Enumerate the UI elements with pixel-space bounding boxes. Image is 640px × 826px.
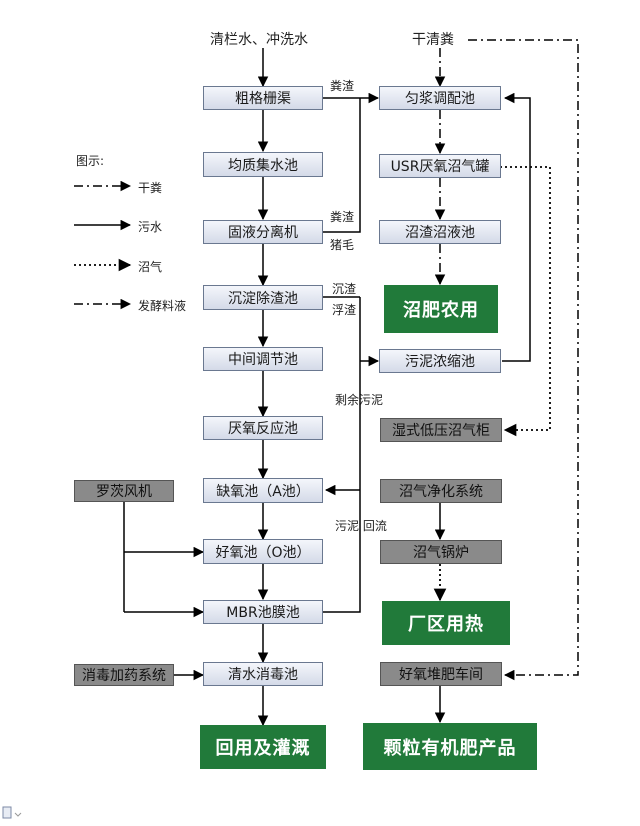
- middle-tank-box: 中间调节池: [203, 347, 323, 371]
- gas-boiler-box: 沼气锅炉: [380, 540, 502, 564]
- edge-label-pig-hair: 猪毛: [330, 238, 355, 252]
- line-separator-residue: [323, 98, 361, 233]
- legend-fermentation-label: 发酵料液: [138, 299, 187, 313]
- document-icon: [2, 806, 22, 819]
- source-water-label: 清栏水、冲洗水: [210, 32, 308, 48]
- anoxic-tank-box: 缺氧池（A池）: [203, 478, 323, 503]
- edge-label-settled-residue: 沉渣: [332, 282, 357, 296]
- usr-tank-box: USR厌氧沼气罐: [379, 154, 501, 178]
- sludge-thickener-box: 污泥浓缩池: [379, 349, 501, 373]
- compost-workshop-box: 好氧堆肥车间: [380, 662, 502, 686]
- edge-label-excess-sludge: 剩余污泥: [335, 393, 384, 407]
- gas-purify-box: 沼气净化系统: [380, 479, 502, 503]
- mbr-tank-box: MBR池膜池: [203, 600, 323, 624]
- source-dry-manure-label: 干清粪: [412, 32, 454, 48]
- line-mbr-sludge: [323, 297, 361, 613]
- edge-label-floating-residue: 浮渣: [332, 303, 357, 317]
- dosing-system-box: 消毒加药系统: [74, 664, 174, 686]
- gas-holder-box: 湿式低压沼气柜: [380, 418, 502, 442]
- coarse-grid-box: 粗格栅渠: [203, 86, 323, 110]
- solid-liquid-separator-box: 固液分离机: [203, 220, 323, 244]
- reuse-irrigation-output: 回用及灌溉: [200, 725, 326, 769]
- arrow-usr-to-gasholder: [500, 166, 551, 437]
- plant-heat-output: 厂区用热: [382, 601, 510, 645]
- anaerobic-reactor-box: 厌氧反应池: [203, 416, 323, 440]
- farm-use-output: 沼肥农用: [384, 285, 498, 333]
- disinfection-tank-box: 清水消毒池: [203, 662, 323, 686]
- legend-dry-manure-label: 干粪: [138, 181, 163, 195]
- legend-wastewater-label: 污水: [138, 220, 163, 234]
- arrow-thickener-to-mixing: [502, 92, 531, 362]
- arrow-dry-manure-to-compost: [468, 39, 579, 681]
- blower-box: 罗茨风机: [74, 480, 174, 502]
- aerobic-tank-box: 好氧池（O池）: [203, 539, 323, 564]
- legend-title: 图示:: [76, 154, 105, 168]
- edge-label-manure-residue-1: 粪渣: [330, 79, 355, 93]
- equalize-tank-box: 均质集水池: [203, 152, 323, 177]
- organic-fertilizer-output: 颗粒有机肥产品: [363, 723, 537, 770]
- edge-label-manure-residue-2: 粪渣: [330, 210, 355, 224]
- mixing-tank-box: 匀浆调配池: [379, 86, 501, 110]
- digestate-tank-box: 沼渣沼液池: [379, 220, 501, 244]
- legend-biogas-label: 沼气: [138, 260, 163, 274]
- settling-tank-box: 沉淀除渣池: [203, 285, 323, 310]
- edge-label-sludge-return: 污泥 回流: [335, 519, 387, 533]
